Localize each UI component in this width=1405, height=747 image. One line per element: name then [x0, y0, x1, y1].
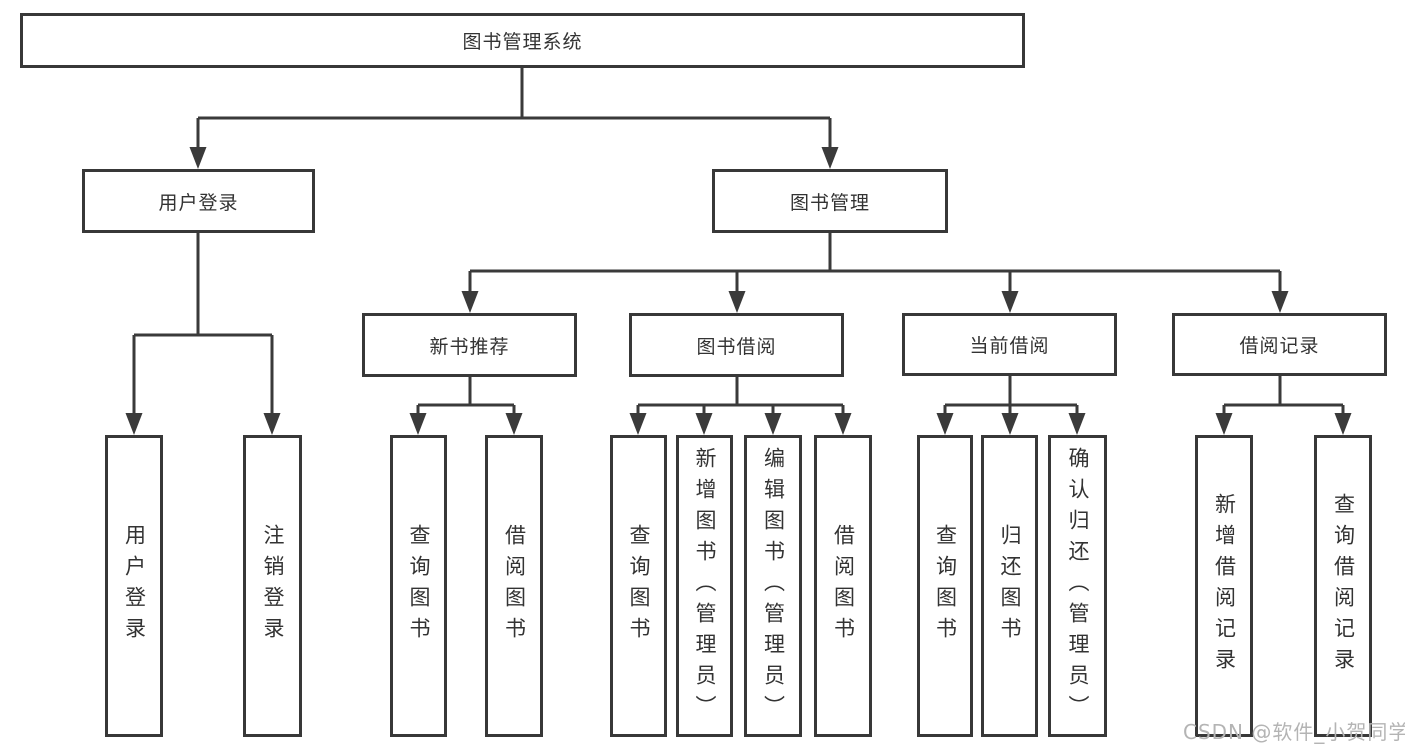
leaf-newbook-query-books: 查询图书 [390, 435, 447, 737]
leaf-records-add-record: 新增借阅记录 [1195, 435, 1253, 737]
leaf-borrow-borrow-books: 借阅图书 [814, 435, 872, 737]
node-current-borrow: 当前借阅 [902, 313, 1117, 376]
node-root-system: 图书管理系统 [20, 13, 1025, 68]
leaf-borrow-query-books: 查询图书 [610, 435, 667, 737]
node-user-login: 用户登录 [82, 169, 315, 233]
leaf-logout: 注销登录 [243, 435, 302, 737]
arrowheads [125, 147, 1352, 435]
leaf-borrow-edit-books-admin: 编辑图书（管理员） [744, 435, 802, 737]
node-new-book-recommend: 新书推荐 [362, 313, 577, 377]
csdn-watermark: CSDN @软件_小贺同学 [1183, 720, 1405, 744]
leaf-records-query-record: 查询借阅记录 [1314, 435, 1372, 737]
leaf-current-query-books: 查询图书 [917, 435, 973, 737]
node-borrow-records: 借阅记录 [1172, 313, 1387, 376]
leaf-newbook-borrow-books: 借阅图书 [485, 435, 543, 737]
node-book-management: 图书管理 [712, 169, 948, 233]
node-book-borrow: 图书借阅 [629, 313, 844, 377]
leaf-current-confirm-return-admin: 确认归还（管理员） [1048, 435, 1107, 737]
leaf-borrow-add-books-admin: 新增图书（管理员） [676, 435, 733, 737]
leaf-current-return-books: 归还图书 [981, 435, 1038, 737]
leaf-user-login: 用户登录 [105, 435, 163, 737]
